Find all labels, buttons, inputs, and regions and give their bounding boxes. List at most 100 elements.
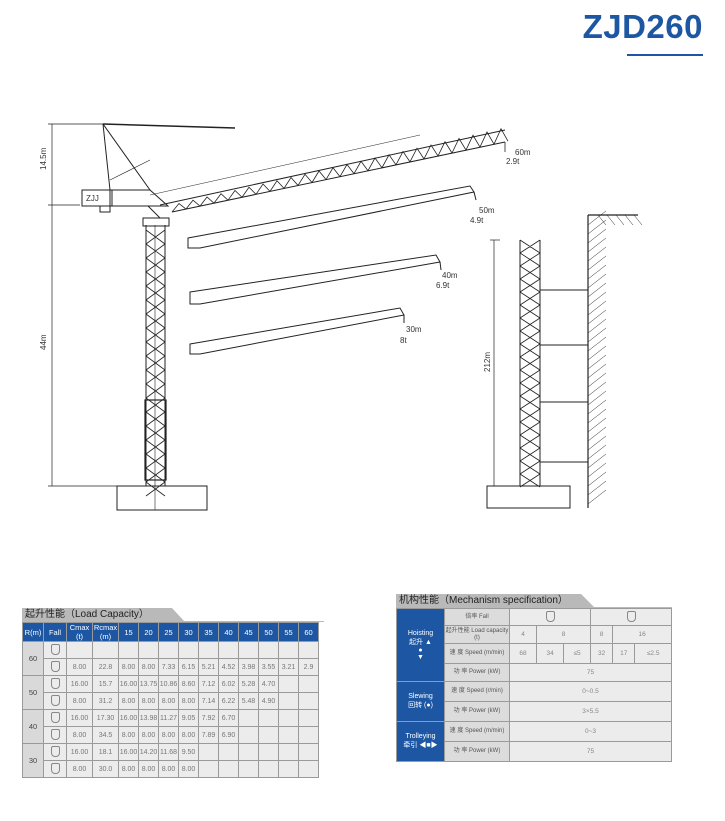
jib-50-load: 4.9t [470,216,484,225]
table-cell [218,743,239,761]
hook-icon [50,660,60,672]
lc-header-cell: 15 [118,622,139,642]
table-cell [218,641,239,659]
cab-label: ZJJ [86,194,99,203]
table-cell: 11.68 [158,743,179,761]
jib-30-load: 8t [400,336,407,345]
dim-max-height: 212m [483,352,492,372]
table-cell: 3.98 [238,658,259,676]
table-cell: 16.00 [118,709,139,727]
hook-icon [50,711,60,723]
load-capacity-heading: 起升性能（Load Capacity） [22,608,185,622]
fall-cell [43,675,67,693]
dim-under-hook: 44m [39,334,48,350]
table-cell: 9.50 [178,743,199,761]
table-cell: 5.28 [238,675,259,693]
table-cell: 30.0 [92,760,119,778]
table-cell: 8.00 [178,692,199,710]
table-cell [278,743,299,761]
table-cell [278,641,299,659]
table-cell: 18.1 [92,743,119,761]
radius-cell: 30 [22,743,44,778]
lc-header-cell: 35 [198,622,219,642]
fall-label: 倍率 Fall [444,608,510,626]
table-cell: 3.21 [278,658,299,676]
table-cell [298,726,319,744]
radius-cell: 60 [22,641,44,676]
lc-header-cell: 30 [178,622,199,642]
page-title: ZJD260 [582,8,703,45]
table-cell: 8.00 [118,692,139,710]
table-cell: 6.70 [218,709,239,727]
table-cell: 6.02 [218,675,239,693]
table-cell [278,760,299,778]
table-cell [298,743,319,761]
dim-hook-height: 14.5m [39,147,48,170]
lc-header-cell: 45 [238,622,259,642]
table-cell [158,641,179,659]
table-cell: 7.14 [198,692,219,710]
table-cell [278,709,299,727]
hoist-speed-label: 速 度 Speed (m/min) [444,643,510,664]
fall-cell [43,658,67,676]
table-cell [218,760,239,778]
fall-cell [43,641,67,659]
slew-power-label: 功 率 Power (kW) [444,701,510,722]
table-cell: 5.48 [238,692,259,710]
table-cell: 31.2 [92,692,119,710]
table-cell [138,641,159,659]
table-cell [92,641,119,659]
table-cell [198,760,219,778]
table-cell: 13.98 [138,709,159,727]
table-cell: 7.92 [198,709,219,727]
lc-header-cell: 20 [138,622,159,642]
table-cell: 8.00 [118,658,139,676]
hook-icon [50,694,60,706]
table-cell: 7.33 [158,658,179,676]
hoist-power-label: 功 率 Power (kW) [444,663,510,682]
crane-drawing: 14.5m 44m 212m ZJJ 60m 2.9t 50m 4.9t 40m… [39,123,643,511]
jib-60-radius: 60m [515,148,531,157]
radius-cell: 50 [22,675,44,710]
jib-60-load: 2.9t [506,157,520,166]
table-cell: 8.00 [66,760,93,778]
table-cell: 8.00 [158,726,179,744]
table-cell: 16.00 [118,743,139,761]
table-cell: 2.9 [298,658,319,676]
lc-header-cell: Cmax (t) [66,622,93,642]
table-cell: 22.8 [92,658,119,676]
table-cell: 16.00 [66,675,93,693]
table-cell: 4.70 [258,675,279,693]
table-cell: 13.75 [138,675,159,693]
table-cell: 8.60 [178,675,199,693]
table-cell [298,641,319,659]
hook-icon [50,728,60,740]
lc-header-cell: 60 [298,622,319,642]
hook-icon [50,677,60,689]
lc-header-cell: R(m) [22,622,44,642]
table-cell [278,692,299,710]
hook-icon [50,745,60,757]
table-cell: 9.05 [178,709,199,727]
table-cell: 16.00 [118,675,139,693]
table-cell: 8.00 [138,726,159,744]
fall-cell [43,709,67,727]
lc-header-cell: Rcmax (m) [92,622,119,642]
table-cell: 4.90 [258,692,279,710]
table-cell: 8.00 [158,760,179,778]
table-cell [258,743,279,761]
table-cell: 17.30 [92,709,119,727]
table-cell [298,692,319,710]
slew-speed-label: 速 度 Speed (r/min) [444,681,510,702]
lc-header-cell: 40 [218,622,239,642]
hook-icon [50,762,60,774]
table-cell: 6.22 [218,692,239,710]
table-cell [278,726,299,744]
table-cell: 11.27 [158,709,179,727]
table-cell: 5.21 [198,658,219,676]
